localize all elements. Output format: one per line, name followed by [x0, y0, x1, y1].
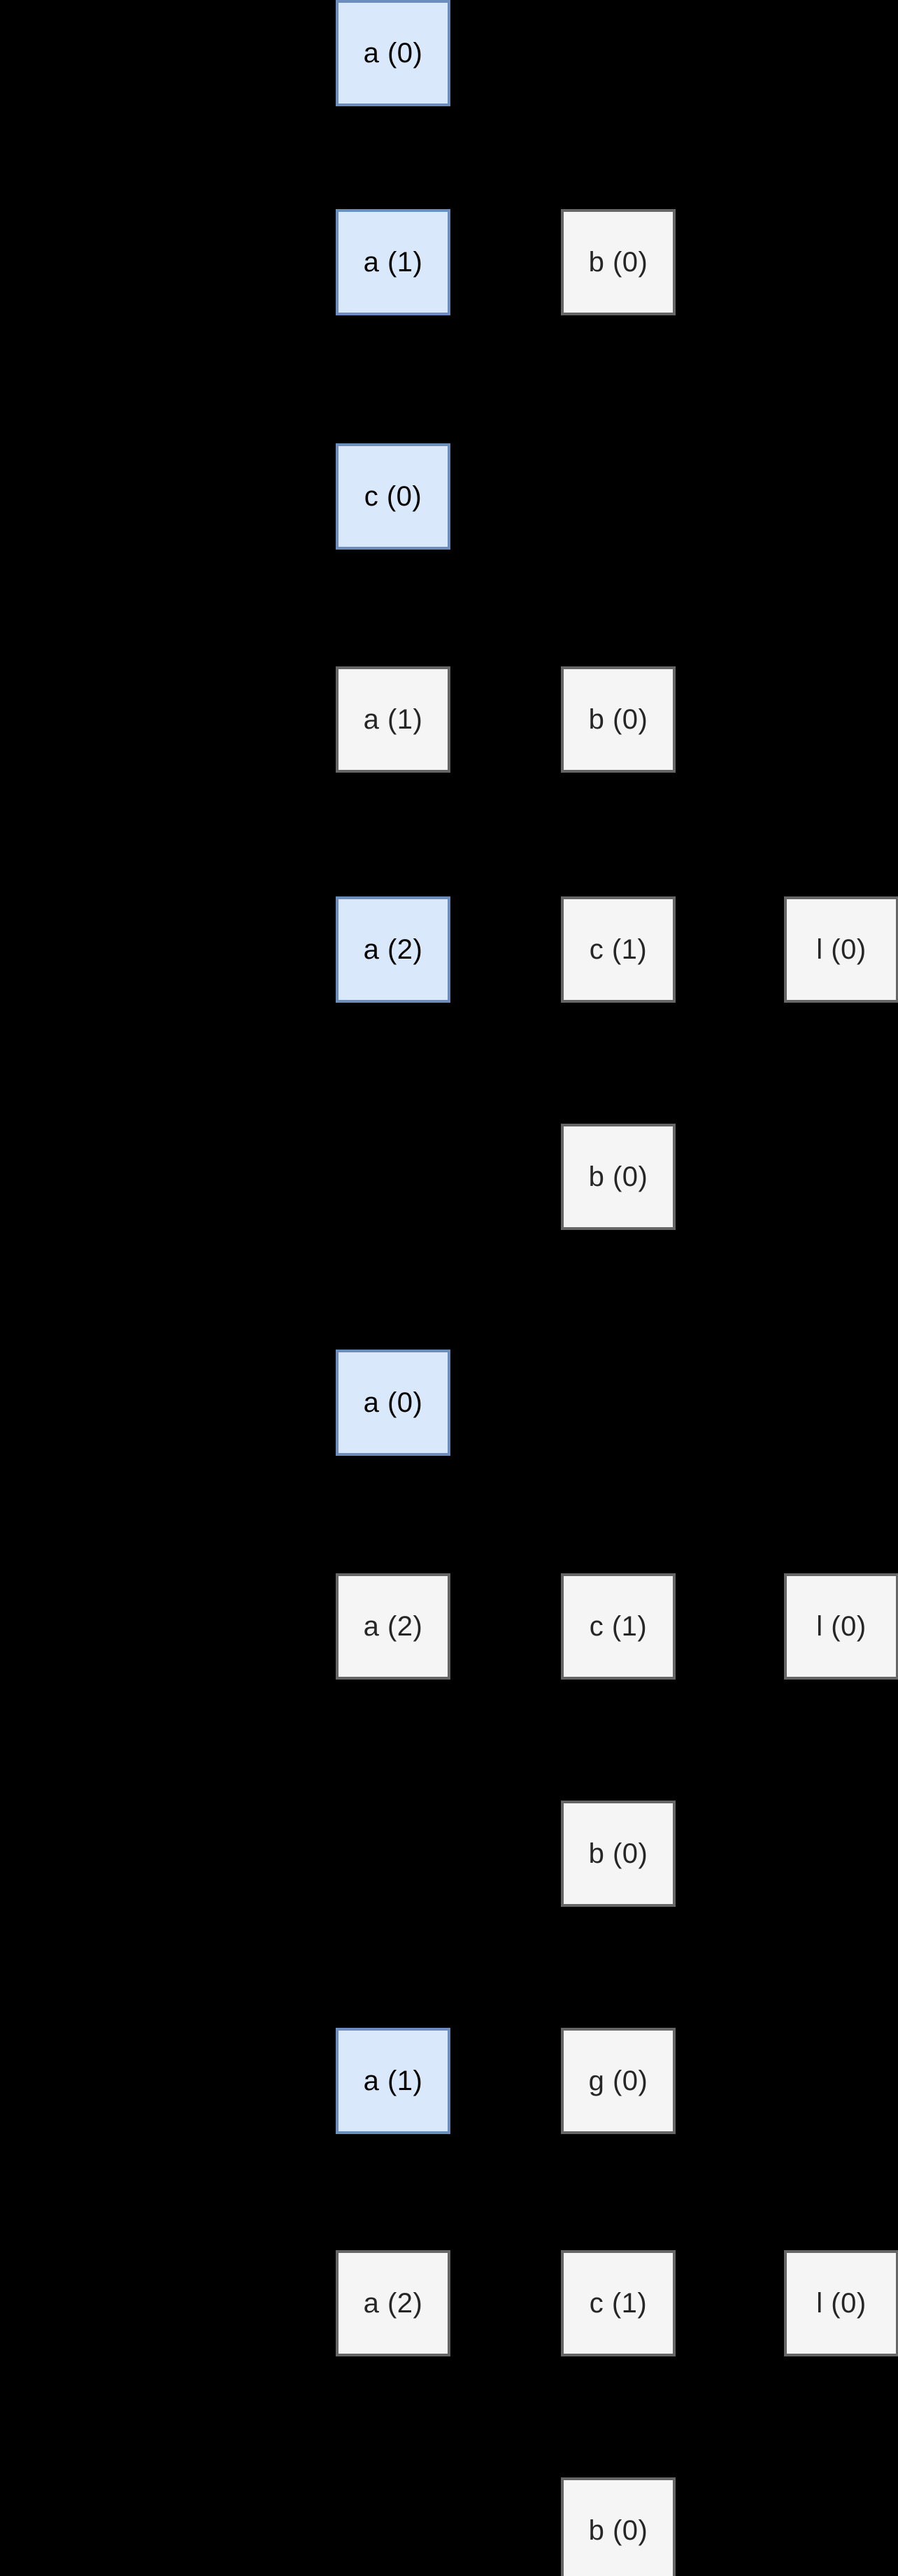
stack-frame-box[interactable]: g (0): [561, 2028, 676, 2134]
stack-frame-box[interactable]: b (0): [561, 1124, 676, 1230]
stack-row: a (1) b (0): [0, 209, 898, 315]
stack-row: a (1) b (0): [0, 666, 898, 773]
stack-frame-box[interactable]: c (1): [561, 1573, 676, 1680]
stack-row: c (0): [0, 443, 898, 550]
stack-frame-box[interactable]: c (0): [336, 443, 450, 550]
stack-frame-box[interactable]: a (2): [336, 896, 450, 1003]
stack-row: b (0): [0, 1124, 898, 1230]
stack-frame-box[interactable]: c (1): [561, 2250, 676, 2356]
stack-frame-box[interactable]: a (1): [336, 666, 450, 773]
stack-frame-box[interactable]: l (0): [784, 1573, 898, 1680]
stack-row: a (2) c (1) l (0): [0, 2250, 898, 2356]
stack-row: a (2) c (1) l (0): [0, 896, 898, 1003]
stack-frame-box[interactable]: b (0): [561, 666, 676, 773]
stack-frame-box[interactable]: b (0): [561, 2477, 676, 2576]
stack-frame-box[interactable]: a (1): [336, 2028, 450, 2134]
stack-frame-box[interactable]: a (1): [336, 209, 450, 315]
stack-row: b (0): [0, 1801, 898, 1907]
stack-frame-box[interactable]: l (0): [784, 896, 898, 1003]
stack-frame-box[interactable]: a (0): [336, 0, 450, 106]
stack-row: a (2) c (1) l (0): [0, 1573, 898, 1680]
stack-frame-box[interactable]: a (2): [336, 1573, 450, 1680]
stack-row: a (0): [0, 0, 898, 106]
stack-row: a (0): [0, 1350, 898, 1456]
stack-frame-box[interactable]: l (0): [784, 2250, 898, 2356]
stack-frame-box[interactable]: a (2): [336, 2250, 450, 2356]
stack-row: a (1) g (0): [0, 2028, 898, 2134]
stack-frame-box[interactable]: a (0): [336, 1350, 450, 1456]
stack-frame-box[interactable]: b (0): [561, 209, 676, 315]
stack-row: b (0): [0, 2477, 898, 2576]
stack-frame-box[interactable]: b (0): [561, 1801, 676, 1907]
stack-frame-box[interactable]: c (1): [561, 896, 676, 1003]
